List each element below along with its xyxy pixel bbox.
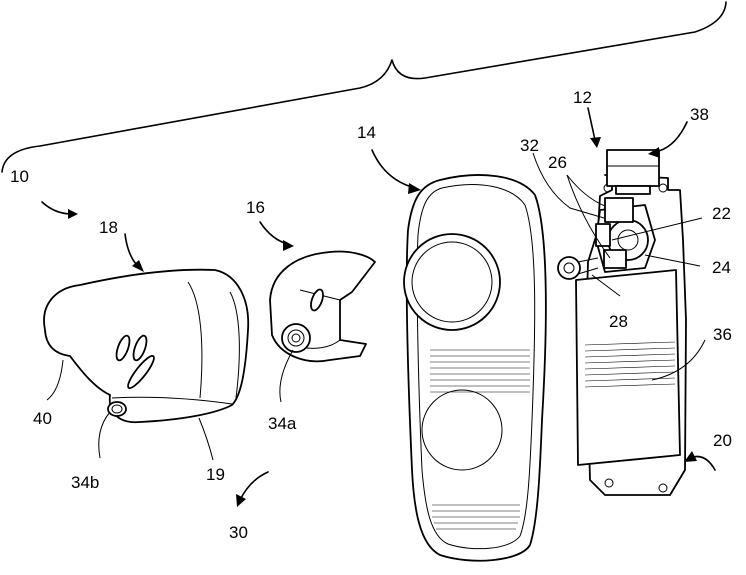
label-34a: 34a (268, 414, 297, 433)
label-32: 32 (520, 136, 539, 155)
label-10: 10 (10, 167, 29, 186)
adapter-part-16 (270, 252, 375, 362)
label-36: 36 (713, 325, 732, 344)
label-22: 22 (712, 204, 731, 223)
mask-part-18 (44, 270, 248, 423)
label-40: 40 (33, 409, 52, 428)
assembly-brace (2, 2, 726, 172)
label-14: 14 (357, 123, 376, 142)
label-20: 20 (713, 431, 732, 450)
housing-cover-14 (404, 175, 546, 561)
label-18: 18 (99, 218, 118, 237)
label-26: 26 (548, 153, 567, 172)
label-28: 28 (609, 312, 628, 331)
fan-assembly-22 (596, 198, 655, 272)
battery-36 (576, 270, 680, 465)
label-34b: 34b (71, 473, 99, 492)
label-16: 16 (246, 198, 265, 217)
label-19: 19 (206, 465, 225, 484)
label-24: 24 (712, 258, 731, 277)
label-30: 30 (229, 523, 248, 542)
label-38: 38 (690, 105, 709, 124)
label-12: 12 (573, 88, 592, 107)
